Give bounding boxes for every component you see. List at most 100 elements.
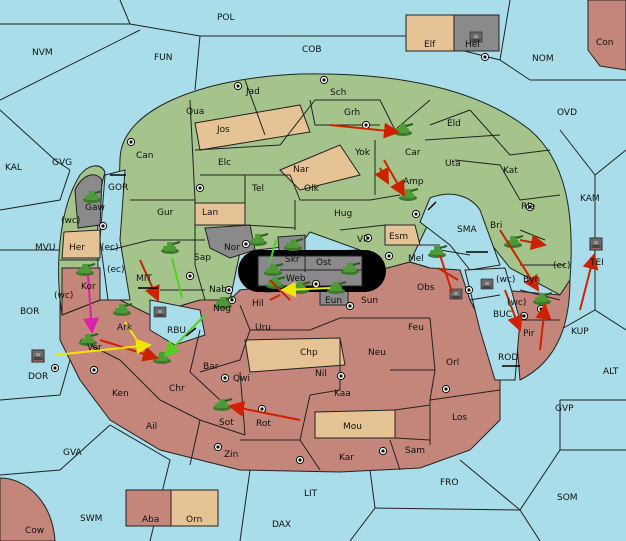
label-coast-ec-kor: (ec): [107, 265, 125, 275]
label-gva: GVA: [63, 448, 83, 458]
label-esm: Esm: [389, 232, 408, 242]
label-hel: Hel: [465, 40, 480, 50]
label-rod: ROD: [498, 353, 518, 363]
label-rot: Rot: [256, 419, 271, 429]
label-skr: Skr: [285, 255, 300, 265]
label-cow: Cow: [25, 526, 44, 536]
label-mou: Mou: [343, 422, 362, 432]
label-byn: Byn: [523, 275, 540, 285]
label-web: Web: [286, 274, 306, 284]
label-eun: Eun: [325, 296, 342, 306]
label-mel: Mel: [408, 254, 424, 264]
label-tel: Tel: [251, 184, 264, 194]
label-sam: Sam: [405, 446, 425, 456]
label-ail: Ail: [146, 422, 157, 432]
label-elc: Elc: [218, 158, 231, 168]
label-kup: KUP: [571, 327, 589, 337]
label-nar: Nar: [293, 165, 309, 175]
label-chr: Chr: [169, 384, 185, 394]
central-gray: [257, 255, 363, 287]
label-fro: FRO: [440, 478, 459, 488]
label-pol: POL: [217, 13, 235, 23]
region-jos: [194, 104, 311, 151]
label-dor: DOR: [28, 372, 48, 382]
label-gvg: GVG: [52, 158, 72, 168]
label-orn: Orn: [186, 515, 202, 525]
label-bar: Bar: [203, 362, 219, 372]
coast-labels: (wc) (ec) (wc) (ec) (wc) (ec) (wc): [54, 216, 571, 308]
label-elf: Elf: [424, 40, 436, 50]
label-zin: Zin: [224, 450, 238, 460]
label-eld: Eld: [447, 119, 461, 129]
label-sch: Sch: [330, 88, 346, 98]
label-coast-wc-pir: (wc): [507, 298, 526, 308]
region-con: [587, 0, 626, 71]
label-uta: Uta: [445, 159, 461, 169]
label-bri: Bri: [490, 221, 502, 231]
label-rbu: RBU: [167, 326, 186, 336]
label-sma: SMA: [457, 225, 477, 235]
label-tei: TEI: [589, 258, 604, 268]
label-grh: Grh: [344, 108, 360, 118]
label-alt: ALT: [603, 367, 619, 377]
region-hel: [453, 14, 500, 52]
label-gaw: Gaw: [85, 203, 105, 213]
label-gor: GOR: [108, 183, 128, 193]
label-her: Her: [69, 243, 85, 253]
label-coast-wc-kor: (wc): [54, 291, 73, 301]
region-nor: [204, 224, 256, 259]
label-yok: Yok: [354, 148, 371, 158]
label-olk: Olk: [304, 184, 320, 194]
label-hug: Hug: [334, 209, 352, 219]
label-nab: Nab: [209, 285, 227, 295]
label-dax: DAX: [272, 520, 291, 530]
label-qua: Qua: [186, 107, 204, 117]
label-jad: Jad: [245, 87, 260, 97]
label-kam: KAM: [580, 194, 600, 204]
label-car: Car: [405, 148, 421, 158]
label-orl: Orl: [446, 358, 459, 368]
label-ost: Ost: [316, 258, 332, 268]
label-gur: Gur: [157, 208, 174, 218]
label-obs: Obs: [417, 283, 435, 293]
label-gvp: GVP: [555, 404, 574, 414]
label-kor: Kor: [81, 282, 96, 292]
label-sap: Sap: [194, 253, 211, 263]
label-rie: Rie: [521, 202, 536, 212]
label-coast-ec-her: (ec): [101, 243, 119, 253]
region-orn: [170, 489, 219, 527]
label-uru: Uru: [255, 323, 271, 333]
region-her: [61, 229, 101, 259]
label-buc: BUC: [493, 310, 512, 320]
label-sun: Sun: [361, 296, 378, 306]
region-chp: [244, 337, 346, 373]
label-nvm: NVM: [32, 48, 53, 58]
label-ovd: OVD: [557, 108, 577, 118]
label-jos: Jos: [216, 125, 230, 135]
label-vil: Vil: [357, 235, 368, 245]
label-lan: Lan: [202, 208, 218, 218]
label-fun: FUN: [154, 53, 173, 63]
label-ark: Ark: [117, 323, 133, 333]
label-cob: COB: [302, 45, 322, 55]
label-neu: Neu: [368, 348, 386, 358]
label-con: Con: [596, 38, 614, 48]
label-ver: Ver: [87, 343, 102, 353]
label-nor: Nor: [224, 243, 240, 253]
label-swm: SWM: [80, 514, 102, 524]
orders: [54, 122, 599, 421]
label-hil: Hil: [252, 299, 264, 309]
label-som: SOM: [557, 493, 578, 503]
label-kar: Kar: [339, 453, 354, 463]
label-ken: Ken: [112, 389, 129, 399]
label-lit: LIT: [304, 489, 318, 499]
label-aba: Aba: [142, 515, 159, 525]
label-nog: Nog: [213, 304, 231, 314]
label-feu: Feu: [408, 323, 424, 333]
label-sot: Sot: [219, 418, 234, 428]
label-kaa: Kaa: [334, 389, 351, 399]
label-can: Can: [136, 151, 154, 161]
